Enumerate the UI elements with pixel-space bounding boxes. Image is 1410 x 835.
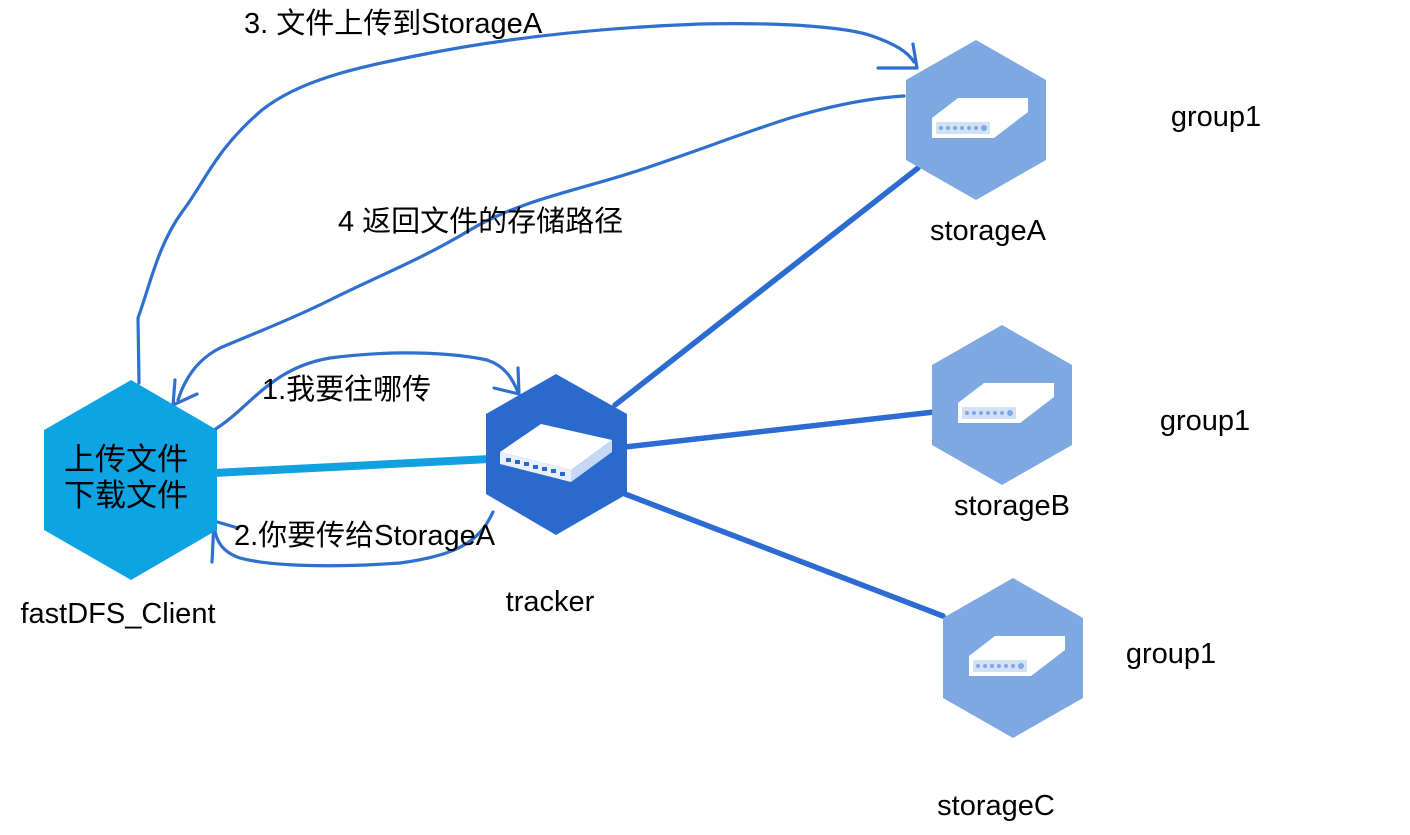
tracker-node: tracker: [486, 374, 627, 618]
step-labels: 3. 文件上传到StorageA 4 返回文件的存储路径 1.我要往哪传 2.你…: [234, 7, 623, 552]
step3-label: 3. 文件上传到StorageA: [244, 7, 543, 40]
arrow-step1-client-to-tracker: [212, 351, 520, 432]
hand-drawn-arrows: [136, 22, 919, 568]
storage-node-a: storageA group1: [906, 40, 1261, 247]
link-tracker-storageC: [622, 491, 946, 619]
connection-links: [210, 165, 946, 619]
arrow-step1-head: [492, 366, 521, 396]
network-switch-icon: [500, 424, 612, 482]
tracker-label: tracker: [506, 586, 595, 618]
client-line-upload: 上传文件: [64, 442, 188, 477]
storageC-group-label: group1: [1126, 638, 1216, 670]
arrow-step3-client-to-storageA: [136, 22, 916, 385]
link-client-tracker: [210, 455, 494, 477]
client-node: 上传文件 下载文件 fastDFS_Client: [20, 380, 217, 630]
client-line-download: 下载文件: [64, 478, 188, 513]
step1-label: 1.我要往哪传: [262, 373, 431, 406]
storageB-label: storageB: [954, 490, 1070, 522]
storageC-label: storageC: [937, 790, 1055, 822]
arrow-step2-tracker-to-client: [212, 510, 495, 568]
storageA-group-label: group1: [1171, 101, 1261, 133]
step4-label: 4 返回文件的存储路径: [338, 205, 623, 238]
hard-drive-icon: [932, 98, 1028, 138]
link-tracker-storageA: [612, 165, 921, 408]
storage-node-b: storageB group1: [932, 325, 1250, 522]
arrow-step3-head: [876, 42, 919, 70]
link-tracker-storageB: [622, 409, 937, 450]
client-label: fastDFS_Client: [20, 598, 215, 630]
arrow-step4-storageA-to-client: [176, 94, 906, 402]
client-hexagon: [44, 380, 217, 580]
storageB-group-label: group1: [1160, 405, 1250, 437]
hard-drive-icon: [958, 383, 1054, 423]
storage-node-c: storageC group1: [937, 578, 1216, 822]
step2-label: 2.你要传给StorageA: [234, 519, 496, 552]
storageA-label: storageA: [930, 215, 1047, 247]
hard-drive-icon: [969, 636, 1065, 676]
